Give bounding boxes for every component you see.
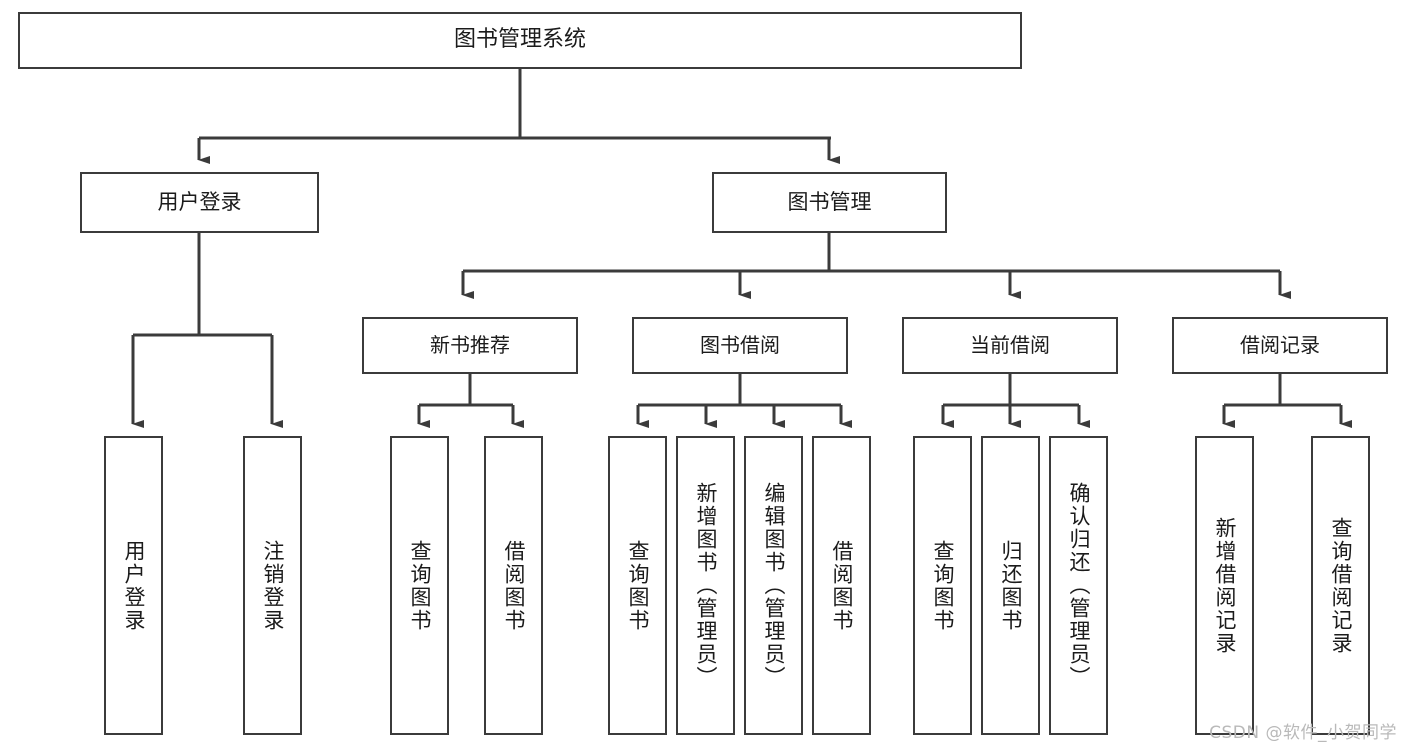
node-borrow-records[interactable]: 借阅记录: [1172, 317, 1388, 374]
leaf-new-book-borrow-book[interactable]: 借阅图书: [484, 436, 543, 735]
node-label: 归还图书: [999, 539, 1023, 632]
watermark: CSDN @软件_小贺同学: [1209, 723, 1397, 743]
node-current-borrow[interactable]: 当前借阅: [902, 317, 1118, 374]
node-label: 新书推荐: [430, 333, 510, 358]
node-label: 新增图书（管理员）: [694, 482, 718, 689]
leaf-book-borrow-query-book[interactable]: 查询图书: [608, 436, 667, 735]
node-label: 借阅记录: [1240, 333, 1320, 358]
node-label: 当前借阅: [970, 333, 1050, 358]
leaf-book-borrow-borrow-book[interactable]: 借阅图书: [812, 436, 871, 735]
leaf-current-borrow-return-book[interactable]: 归还图书: [981, 436, 1040, 735]
node-label: 注销登录: [261, 539, 285, 632]
node-label: 图书管理: [787, 189, 872, 214]
leaf-current-borrow-query-book[interactable]: 查询图书: [913, 436, 972, 735]
leaf-user-login-login[interactable]: 用户登录: [104, 436, 163, 735]
node-book-borrow[interactable]: 图书借阅: [632, 317, 848, 374]
node-label: 借阅图书: [502, 539, 526, 632]
node-label: 查询图书: [408, 539, 432, 632]
node-label: 编辑图书（管理员）: [762, 482, 786, 689]
node-label: 用户登录: [122, 539, 146, 632]
node-label: 新增借阅记录: [1213, 516, 1237, 655]
node-label: 确认归还（管理员）: [1067, 482, 1091, 689]
leaf-book-borrow-edit-book-admin[interactable]: 编辑图书（管理员）: [744, 436, 803, 735]
node-label: 查询借阅记录: [1329, 516, 1353, 655]
leaf-book-borrow-add-book-admin[interactable]: 新增图书（管理员）: [676, 436, 735, 735]
node-label: 图书借阅: [700, 333, 780, 358]
leaf-current-borrow-confirm-return-admin[interactable]: 确认归还（管理员）: [1049, 436, 1108, 735]
node-label: 查询图书: [931, 539, 955, 632]
leaf-borrow-records-query-record[interactable]: 查询借阅记录: [1311, 436, 1370, 735]
node-label: 图书管理系统: [453, 27, 586, 53]
node-label: 借阅图书: [830, 539, 854, 632]
node-user-login[interactable]: 用户登录: [80, 172, 319, 233]
leaf-new-book-query-book[interactable]: 查询图书: [390, 436, 449, 735]
node-book-management[interactable]: 图书管理: [712, 172, 947, 233]
leaf-borrow-records-add-record[interactable]: 新增借阅记录: [1195, 436, 1254, 735]
node-label: 查询图书: [626, 539, 650, 632]
node-label: 用户登录: [157, 189, 242, 214]
node-new-book-recommend[interactable]: 新书推荐: [362, 317, 578, 374]
leaf-user-login-logout[interactable]: 注销登录: [243, 436, 302, 735]
node-root-book-management-system[interactable]: 图书管理系统: [18, 12, 1022, 69]
